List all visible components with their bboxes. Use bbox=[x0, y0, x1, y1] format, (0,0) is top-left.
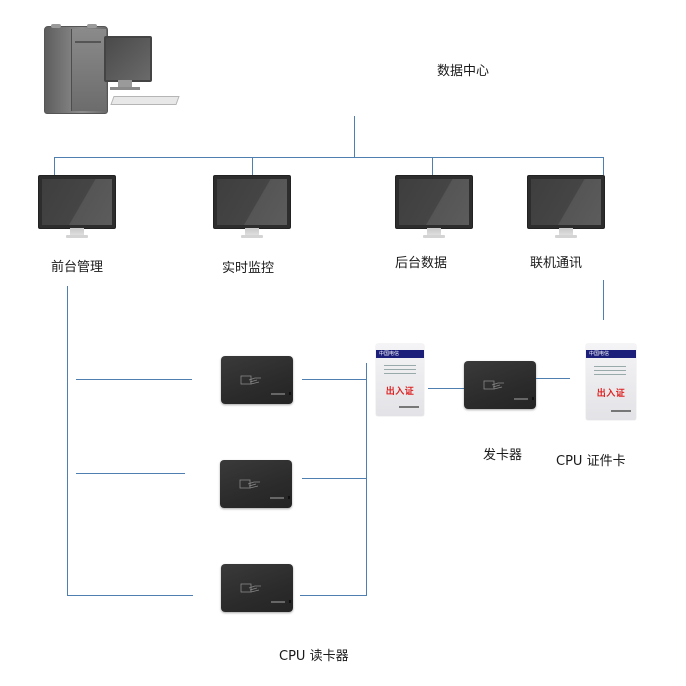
access-card-2: 中国电信 出入证 bbox=[586, 344, 636, 420]
card-title: 出入证 bbox=[596, 389, 626, 399]
trunk-line bbox=[354, 116, 355, 158]
reader-feed-3 bbox=[67, 595, 193, 596]
issuer-label: 发卡器 bbox=[483, 448, 523, 463]
drop-line-4 bbox=[603, 157, 604, 175]
drop-line-3 bbox=[432, 157, 433, 175]
card-reader-icon bbox=[240, 583, 261, 593]
reader-feed-1 bbox=[76, 379, 192, 380]
issuer-to-card-line bbox=[536, 378, 570, 379]
front-desk-line bbox=[67, 286, 68, 596]
reader-out-1 bbox=[302, 379, 367, 380]
cpu-reader-label: CPU 读卡器 bbox=[279, 649, 349, 664]
card-logo: 中国电信 bbox=[379, 351, 400, 357]
access-card-1: 中国电信 出入证 bbox=[376, 344, 424, 416]
pc-monitor bbox=[104, 36, 152, 82]
data-center-label: 数据中心 bbox=[437, 64, 490, 79]
monitor-icon bbox=[213, 175, 291, 229]
monitor-icon bbox=[38, 175, 116, 229]
drop-line-1 bbox=[54, 157, 55, 175]
cpu-card-label: CPU 证件卡 bbox=[556, 454, 626, 469]
cpu-card-reader-1 bbox=[221, 356, 293, 404]
workstation-monitoring bbox=[213, 175, 291, 241]
drop-line-2 bbox=[252, 157, 253, 175]
workstation-online-comm bbox=[527, 175, 605, 241]
card-logo: 中国电信 bbox=[589, 351, 610, 357]
workstation-label-monitoring: 实时监控 bbox=[222, 261, 275, 276]
monitor-icon bbox=[395, 175, 473, 229]
keyboard-icon bbox=[110, 96, 180, 105]
reader-bus bbox=[366, 363, 367, 596]
reader-feed-2 bbox=[76, 473, 185, 474]
cpu-card-reader-2 bbox=[220, 460, 292, 508]
workstation-label-front-desk: 前台管理 bbox=[51, 260, 104, 275]
card-issuer bbox=[464, 361, 536, 409]
pc-tower bbox=[44, 24, 108, 114]
workstation-label-online-comm: 联机通讯 bbox=[530, 256, 583, 271]
card-title: 出入证 bbox=[385, 387, 415, 397]
reader-out-2 bbox=[302, 478, 367, 479]
card-reader-icon bbox=[239, 479, 260, 489]
bus-line bbox=[54, 157, 604, 158]
online-comm-line bbox=[603, 280, 604, 320]
monitor-icon bbox=[527, 175, 605, 229]
cpu-card-reader-3 bbox=[221, 564, 293, 612]
card-to-issuer-line bbox=[428, 388, 464, 389]
card-reader-icon bbox=[483, 380, 504, 390]
card-reader-icon bbox=[240, 375, 261, 385]
reader-out-3 bbox=[300, 595, 367, 596]
workstation-label-backend-data: 后台数据 bbox=[395, 256, 448, 271]
workstation-backend-data bbox=[395, 175, 473, 241]
workstation-front-desk bbox=[38, 175, 116, 241]
